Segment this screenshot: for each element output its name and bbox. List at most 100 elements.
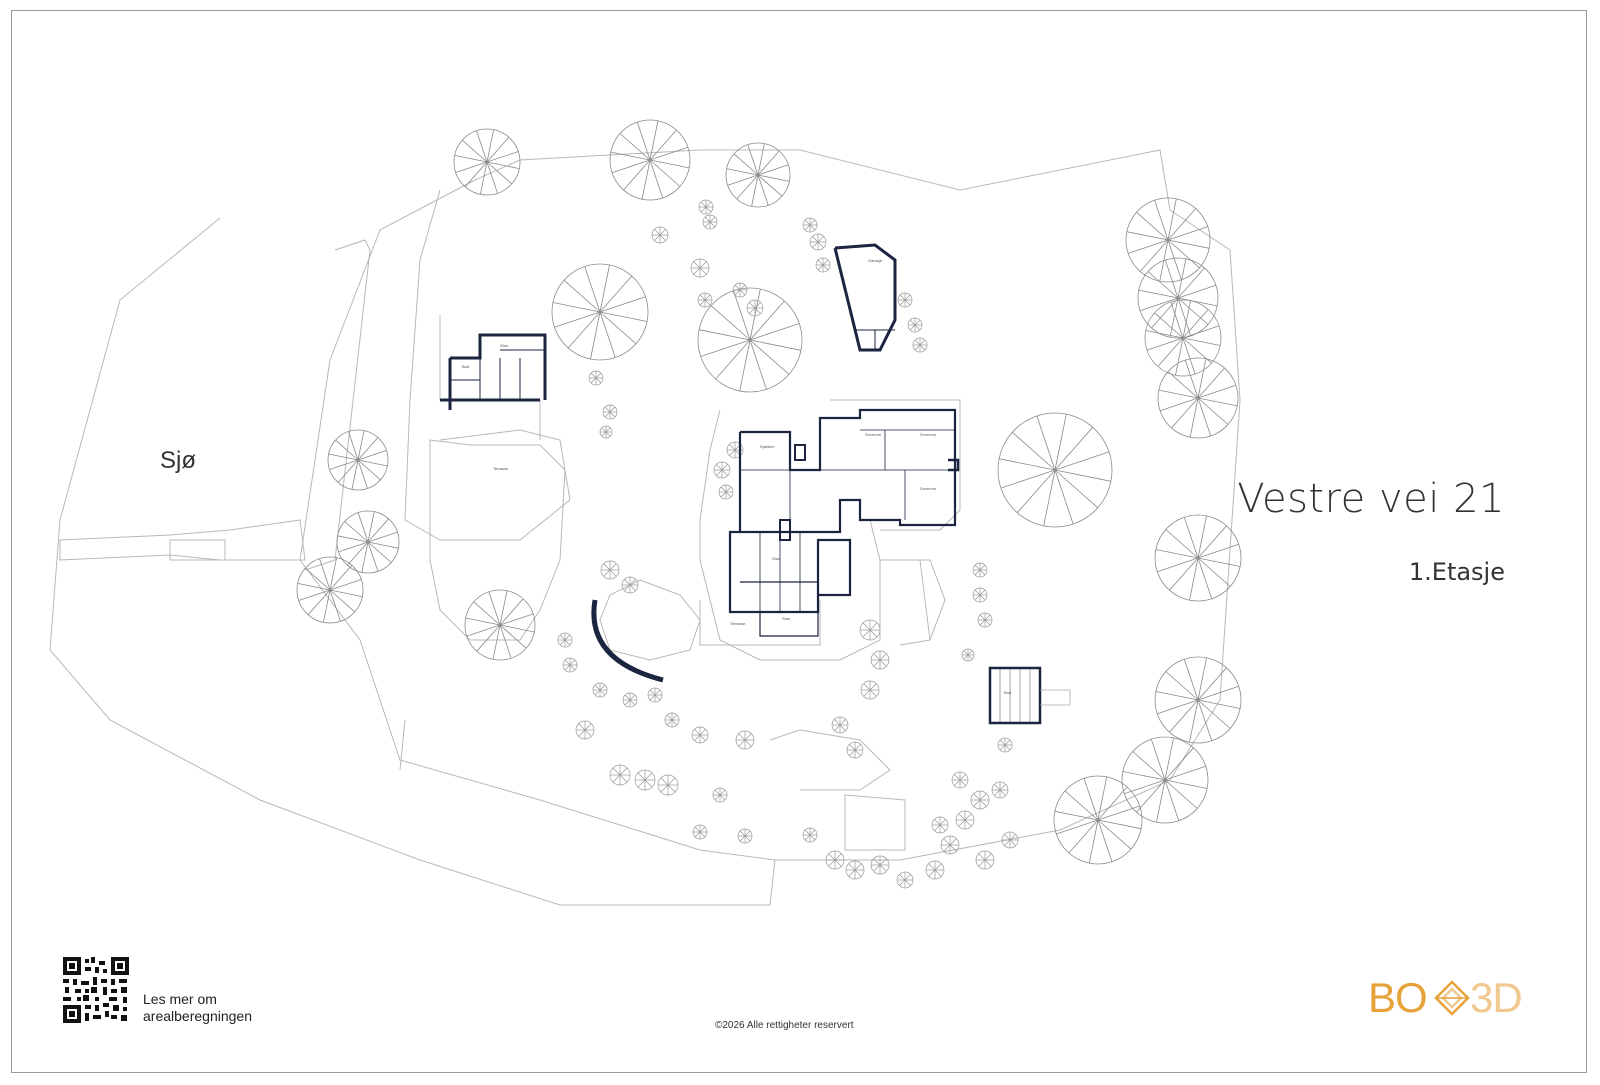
shrub-spoke <box>564 634 571 641</box>
shrub-spoke <box>828 853 836 861</box>
tree-spoke <box>1159 397 1199 412</box>
tree-spoke <box>1139 297 1179 312</box>
shrub-spoke <box>904 874 911 881</box>
tree-spoke <box>1197 397 1212 437</box>
tree-spoke <box>357 430 365 461</box>
tree-spoke <box>361 541 369 573</box>
shrub-spoke <box>1004 744 1011 751</box>
shrub-spoke <box>603 563 611 571</box>
tree-spoke <box>749 323 800 341</box>
tree-spoke <box>347 541 369 566</box>
svg-text:Soverom: Soverom <box>920 432 937 437</box>
shrub-spoke <box>909 324 916 331</box>
tree-spoke <box>1036 415 1056 471</box>
tree-spoke <box>733 290 751 341</box>
drawing-frame <box>11 10 1587 1073</box>
shrub-spoke <box>839 724 846 731</box>
qr-link-text[interactable]: Les mer om arealberegningen <box>143 991 252 1025</box>
bo3d-logo: BO 3D <box>1368 974 1538 1024</box>
shrub-spoke <box>949 838 957 846</box>
tree-spoke <box>1097 776 1108 821</box>
shrub-spoke <box>699 734 706 741</box>
tree-spoke <box>367 541 392 563</box>
tree-spoke <box>1169 297 1179 338</box>
shrub-spoke <box>834 859 842 867</box>
tree-spoke <box>623 159 651 191</box>
tree-spoke <box>757 150 780 176</box>
tree-spoke <box>307 589 331 615</box>
tree-spoke <box>351 459 359 490</box>
shrub-spoke <box>804 224 811 231</box>
shrub-spoke <box>954 774 961 781</box>
tree-spoke <box>619 133 651 161</box>
shrub-spoke <box>934 869 942 877</box>
shrub-spoke <box>704 294 711 301</box>
shrub-spoke <box>654 689 661 696</box>
svg-text:Stue: Stue <box>782 616 791 621</box>
shrub-spoke <box>578 723 586 731</box>
tree-spoke <box>1154 312 1184 339</box>
tree-spoke <box>476 130 488 163</box>
shrub-spoke <box>729 449 736 456</box>
shrub-spoke <box>569 659 576 666</box>
shrub-spoke <box>904 299 911 306</box>
shrub-spoke <box>974 564 981 571</box>
tree-spoke <box>1155 691 1199 701</box>
tree-spoke <box>1136 779 1166 813</box>
shrub-spoke <box>984 619 991 626</box>
shrub-spoke <box>738 733 746 741</box>
shrub-spoke <box>720 491 727 498</box>
tree-spoke <box>749 339 802 351</box>
shrub-spoke <box>584 729 592 737</box>
tree-spoke <box>1189 557 1199 601</box>
shrub-spoke <box>809 224 816 231</box>
shrub-spoke <box>720 486 727 493</box>
tree-spoke <box>1184 359 1199 399</box>
shrub-spoke <box>849 749 856 756</box>
qr-code-icon[interactable] <box>63 957 129 1023</box>
shrub-spoke <box>744 835 751 842</box>
tree-spoke <box>348 431 359 461</box>
tree-spoke <box>1054 469 1074 525</box>
tree-spoke <box>1139 239 1169 272</box>
shrub-spoke <box>914 324 921 331</box>
shrub-spoke <box>999 784 1006 791</box>
tree-spoke <box>1064 790 1099 821</box>
shrub-spoke <box>671 719 678 726</box>
shrub-spoke <box>854 863 862 871</box>
tree-spoke <box>1097 819 1132 850</box>
tree-spoke <box>1157 557 1199 573</box>
shrub-spoke <box>744 739 752 747</box>
tree-spoke <box>465 617 501 626</box>
shrub-spoke <box>873 864 881 872</box>
tree-spoke <box>473 601 501 626</box>
shrub-spoke <box>569 664 576 671</box>
shrub-spoke <box>817 241 824 248</box>
tree-spoke <box>1197 358 1207 399</box>
tree-spoke <box>611 159 651 174</box>
tree-spoke <box>757 174 783 197</box>
shrub-spoke <box>719 794 726 801</box>
tree-spoke <box>1177 284 1217 299</box>
tree-spoke <box>1145 330 1184 339</box>
svg-text:Garasje: Garasje <box>868 258 883 263</box>
tree-spoke <box>1177 258 1187 299</box>
tree-spoke <box>1189 699 1199 743</box>
tree-spoke <box>599 296 646 313</box>
shrub-spoke <box>725 486 732 493</box>
shrub-spoke <box>609 406 616 413</box>
tree-spoke <box>1122 771 1166 781</box>
tree-spoke <box>1156 779 1166 823</box>
tree-spoke <box>499 613 534 626</box>
shrub-spoke <box>594 684 601 691</box>
shrub-spoke <box>974 589 981 596</box>
tree-spoke <box>1054 469 1111 482</box>
shrub-spoke <box>899 879 906 886</box>
shrub-spoke <box>749 302 756 309</box>
tree-spoke <box>492 624 501 660</box>
tree-spoke <box>305 567 331 591</box>
shrub-spoke <box>564 659 571 666</box>
shrub-spoke <box>804 219 811 226</box>
shrub-spoke <box>928 863 936 871</box>
tree-spoke <box>486 161 512 185</box>
